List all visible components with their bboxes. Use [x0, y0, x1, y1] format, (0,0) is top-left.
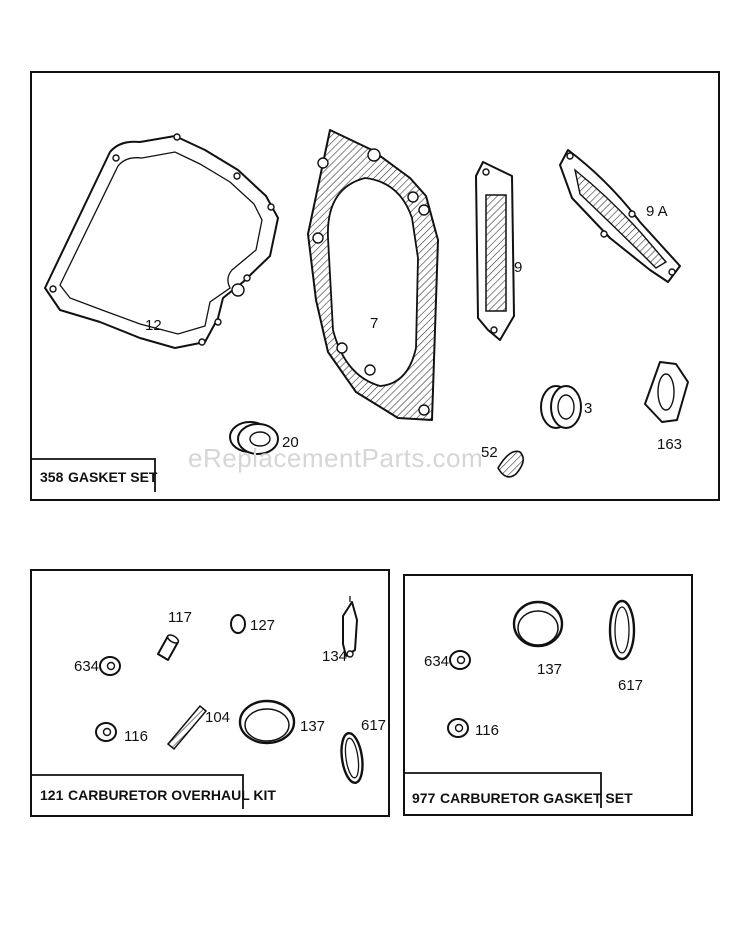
- kit-name: CARBURETOR GASKET SET: [440, 790, 633, 806]
- kit-caption-gasket-set: 358 GASKET SET: [31, 458, 158, 492]
- part-134: [342, 596, 358, 658]
- label-part-617: 617: [361, 717, 386, 734]
- label-part-127: 127: [250, 617, 275, 634]
- label-part-116: 116: [475, 722, 499, 739]
- watermark: eReplacementParts.com: [188, 443, 483, 473]
- part-20-oil-seal: [229, 421, 279, 455]
- part-634-b: [449, 650, 471, 670]
- part-634-a: [99, 656, 121, 676]
- part-137-a: [238, 699, 296, 745]
- label-part-116: 116: [124, 728, 148, 745]
- part-104: [166, 704, 208, 751]
- label-part-20: 20: [282, 434, 299, 451]
- panel-overhaul-border: [30, 569, 390, 817]
- part-116-b: [447, 718, 469, 738]
- part-3-oil-seal: [540, 385, 582, 429]
- kit-number: 358: [40, 469, 64, 485]
- part-7-head-gasket: [307, 129, 439, 421]
- part-617-b: [608, 599, 636, 661]
- part-116-a: [95, 722, 117, 742]
- label-part-7: 7: [370, 315, 378, 332]
- label-part-134: 134: [322, 648, 347, 665]
- kit-caption-carburetor-gasket-set: 977 CARBURETOR GASKET SET: [404, 772, 633, 808]
- label-part-9: 9: [514, 259, 522, 276]
- label-part-9a: 9 A: [646, 203, 668, 220]
- label-part-163: 163: [657, 436, 682, 453]
- label-part-634: 634: [74, 658, 99, 675]
- label-part-137: 137: [300, 718, 325, 735]
- part-127: [230, 614, 246, 634]
- panel-gasket-set-border-2: [403, 574, 693, 816]
- panel-carburetor-overhaul-kit: 117 127 134 634 116 104 137 617 121 CARB…: [30, 569, 390, 817]
- label-part-52: 52: [481, 444, 498, 461]
- part-137-b: [512, 600, 564, 648]
- label-part-137: 137: [537, 661, 562, 678]
- panel-gasket-set: 12 7 9 9 A 3 163 20 52 358 GASKET SET: [30, 71, 720, 501]
- kit-name: GASKET SET: [68, 469, 158, 485]
- label-part-117: 117: [168, 609, 192, 626]
- kit-number: 121: [40, 787, 64, 803]
- label-part-617: 617: [618, 677, 643, 694]
- part-9-intake-gasket: [475, 161, 515, 341]
- kit-name: CARBURETOR OVERHAUL KIT: [68, 787, 276, 803]
- part-617-a: [340, 732, 364, 784]
- part-163-gasket: [644, 361, 689, 423]
- panel-carburetor-gasket-set: 634 137 617 116 977 CARBURETOR GASKET SE…: [403, 574, 693, 816]
- label-part-104: 104: [205, 709, 230, 726]
- label-part-12: 12: [145, 317, 162, 334]
- label-part-634: 634: [424, 653, 449, 670]
- kit-number: 977: [412, 790, 436, 806]
- label-part-3: 3: [584, 400, 592, 417]
- part-52-gasket: [497, 450, 524, 478]
- part-12-crankcase-gasket: [44, 133, 279, 349]
- kit-caption-carburetor-overhaul-kit: 121 CARBURETOR OVERHAUL KIT: [31, 774, 276, 809]
- part-117: [157, 634, 180, 661]
- part-9a-exhaust-gasket: [559, 149, 681, 283]
- panel-gasket-set-border: [30, 71, 720, 501]
